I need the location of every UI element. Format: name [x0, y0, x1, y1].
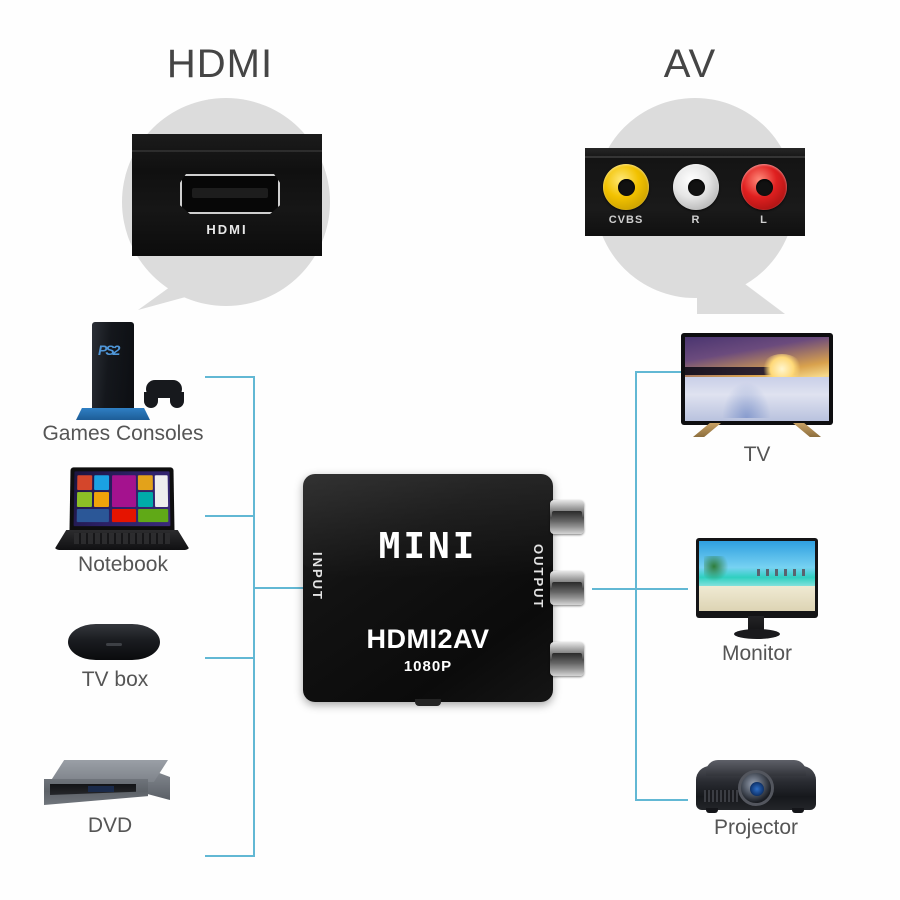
converter-resolution-label: 1080P — [403, 658, 453, 675]
television-icon — [681, 333, 833, 443]
right-branch-tv — [635, 371, 681, 373]
source-dvd[interactable]: DVD — [40, 758, 180, 837]
output-label-monitor: Monitor — [721, 642, 793, 665]
av-section-title: AV — [663, 42, 717, 86]
converter-model-label: HDMI2AV — [366, 624, 490, 654]
left-branch-tvbox — [205, 657, 255, 659]
left-bus-to-converter — [253, 587, 305, 589]
right-branch-monitor — [635, 588, 688, 590]
laptop-icon — [52, 467, 194, 553]
source-tv-box[interactable]: TV box — [60, 618, 170, 691]
converter-gloss — [303, 474, 553, 579]
rca-jack-right — [673, 164, 719, 210]
right-bus-vertical — [635, 371, 637, 800]
rca-label-cvbs: CVBS — [608, 214, 644, 226]
left-bus-vertical — [253, 376, 255, 856]
laptop-screen — [73, 471, 171, 527]
rca-label-left: L — [760, 214, 768, 226]
set-top-box-icon — [60, 618, 170, 668]
output-label-tv: TV — [743, 443, 771, 466]
rca-jack-cvbs — [603, 164, 649, 210]
hdmi2av-converter-device[interactable]: MINI INPUT OUTPUT HDMI2AV 1080P — [303, 474, 584, 706]
source-label-dvd: DVD — [87, 814, 133, 837]
monitor-screen — [699, 541, 815, 611]
left-branch-notebook — [205, 515, 255, 517]
converter-foot — [415, 699, 441, 706]
hdmi-port-caption: HDMI — [206, 222, 248, 237]
hdmi-port-icon — [180, 174, 280, 214]
projector-icon — [696, 760, 816, 816]
converter-input-label: INPUT — [310, 552, 325, 601]
hdmi-section-title: HDMI — [166, 42, 274, 86]
output-projector[interactable]: Projector — [696, 760, 816, 839]
hdmi-callout-bubble: HDMI — [110, 98, 350, 310]
converter-to-right-bus — [592, 588, 636, 590]
converter-output-label: OUTPUT — [531, 544, 546, 610]
converter-output-jack-mid — [550, 571, 584, 605]
source-label-notebook: Notebook — [78, 553, 168, 576]
game-console-icon: PS2 — [48, 322, 198, 422]
source-label-tv-box: TV box — [81, 668, 149, 691]
left-branch-dvd — [205, 855, 255, 857]
tv-screen — [685, 337, 829, 421]
right-branch-projector — [635, 799, 688, 801]
rca-jack-row: CVBS R L — [585, 158, 805, 236]
source-games-consoles[interactable]: PS2 Games Consoles — [38, 322, 208, 445]
output-tv[interactable]: TV — [681, 333, 833, 466]
av-callout-bubble: CVBS R L — [585, 98, 815, 314]
converter-output-jack-bottom — [550, 642, 584, 676]
output-label-projector: Projector — [713, 816, 799, 839]
converter-output-jack-top — [550, 500, 584, 534]
av-jacks-photo: CVBS R L — [585, 148, 805, 236]
hdmi-port-photo: HDMI — [132, 134, 322, 256]
source-label-games-consoles: Games Consoles — [42, 422, 204, 445]
converter-brand-label: MINI — [378, 526, 478, 567]
rca-label-right: R — [691, 214, 701, 226]
monitor-icon — [696, 538, 818, 642]
dvd-player-icon — [44, 758, 176, 814]
source-notebook[interactable]: Notebook — [48, 467, 198, 576]
rca-jack-left — [741, 164, 787, 210]
left-branch-console — [205, 376, 255, 378]
output-monitor[interactable]: Monitor — [696, 538, 818, 665]
